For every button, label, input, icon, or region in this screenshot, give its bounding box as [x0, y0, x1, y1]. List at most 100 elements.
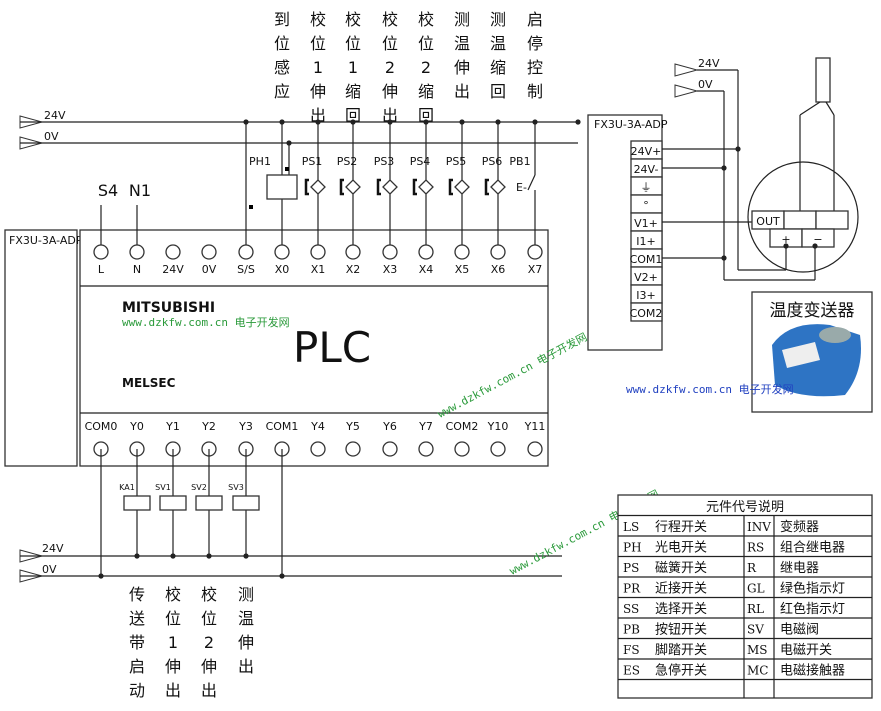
- legend-cell: R: [747, 561, 757, 575]
- arrow-0v: [674, 84, 699, 98]
- legend-cell: 脚踏开关: [655, 642, 707, 658]
- junction-dot: [206, 553, 212, 559]
- input-function-label: 2: [385, 58, 395, 77]
- adp-terminal: [630, 302, 663, 322]
- coil-label: SV2: [191, 483, 207, 492]
- transmitter-housing: [747, 161, 859, 273]
- watermark: www.dzkfw.com.cn 电子开发网: [626, 382, 794, 396]
- terminal-X0: [274, 244, 290, 260]
- legend-cell: 急停开关: [655, 663, 707, 679]
- legend-table: [617, 494, 873, 699]
- junction-dot: [495, 119, 501, 125]
- legend-cell: 电磁阀: [780, 623, 819, 638]
- adp-terminal-label: I3+: [636, 289, 655, 302]
- reed-switch-icon: [345, 179, 361, 195]
- legend-cell: INV: [747, 520, 771, 534]
- input-function-label: 感: [274, 58, 290, 77]
- input-function-label: 1: [348, 58, 358, 77]
- input-function-label: 校: [345, 10, 361, 29]
- device-label: PS5: [446, 155, 467, 168]
- input-function-label: 2: [421, 58, 431, 77]
- device-label: PS6: [482, 155, 503, 168]
- input-function-label: 回: [345, 106, 361, 125]
- input-function-label: 应: [274, 82, 290, 101]
- terminal-label: X1: [311, 263, 326, 276]
- legend-cell: 选择开关: [655, 602, 707, 617]
- legend-cell: PS: [623, 561, 639, 575]
- legend-cell: 磁簧开关: [655, 560, 707, 576]
- output-function-label: 温: [238, 609, 254, 628]
- output-function-label: 2: [204, 633, 214, 652]
- output-function-label: 测: [238, 585, 254, 604]
- junction-dot: [98, 573, 104, 579]
- terminal-label: Y7: [418, 420, 433, 433]
- legend-cell: 电磁接触器: [780, 663, 845, 679]
- input-function-label: 位: [345, 34, 361, 53]
- legend-cell: RL: [747, 602, 764, 616]
- adp-terminal-label: V1+: [634, 217, 658, 230]
- output-function-label: 出: [201, 681, 217, 700]
- terminal-X7: [527, 244, 543, 260]
- reed-switch-icon: [310, 179, 326, 195]
- input-function-label: 出: [454, 82, 470, 101]
- terminal-minus: [801, 228, 835, 248]
- rail-label-0v: 0V: [44, 130, 59, 143]
- terminal-X5: [454, 244, 470, 260]
- terminal: [783, 210, 817, 230]
- input-function-label: 位: [418, 34, 434, 53]
- terminal-Y6: [382, 441, 398, 457]
- output-function-label: 传: [129, 585, 145, 604]
- input-function-label: 缩: [490, 58, 506, 77]
- marker: [285, 167, 289, 171]
- rail-label-24v: 24V: [42, 542, 64, 555]
- coil-KA1: [123, 495, 151, 511]
- terminal-label: X6: [491, 263, 506, 276]
- output-function-label: 出: [238, 657, 254, 676]
- coil-SV1: [159, 495, 187, 511]
- input-function-label: 校: [382, 10, 398, 29]
- legend-cell: SV: [747, 623, 764, 637]
- terminal-label: Y2: [201, 420, 216, 433]
- output-function-label: 带: [129, 633, 145, 652]
- junction-dot: [423, 119, 429, 125]
- terminal-label: X3: [383, 263, 398, 276]
- legend-cell: 组合继电器: [780, 541, 845, 556]
- terminal-label: 0V: [202, 263, 217, 276]
- terminal-Y4: [310, 441, 326, 457]
- junction-dot: [812, 243, 818, 249]
- terminal-24V: [165, 244, 181, 260]
- junction-dot: [279, 119, 285, 125]
- reed-switch-bracket: [484, 178, 489, 196]
- terminal-X1: [310, 244, 326, 260]
- legend-cell: 光电开关: [655, 541, 707, 556]
- transmitter-title: 温度变送器: [770, 301, 855, 321]
- input-function-label: 回: [418, 106, 434, 125]
- adp-terminal-label: 24V+: [631, 145, 662, 158]
- terminal-label: COM1: [266, 420, 299, 433]
- terminal-label: X7: [528, 263, 543, 276]
- plc-body: [79, 229, 549, 467]
- output-function-label: 出: [165, 681, 181, 700]
- legend-cell: MS: [747, 643, 768, 657]
- junction-dot: [286, 140, 292, 146]
- output-function-label: 位: [201, 609, 217, 628]
- input-function-label: 伸: [382, 82, 398, 101]
- output-function-label: 校: [201, 585, 217, 604]
- rail-label-0v: 0V: [42, 563, 57, 576]
- adp-terminal-label: 24V-: [634, 163, 659, 176]
- terminal-label: COM0: [85, 420, 118, 433]
- output-function-label: 伸: [238, 633, 254, 652]
- terminal-label: Y3: [238, 420, 253, 433]
- input-function-label: 停: [527, 34, 543, 53]
- legend-cell: 电磁开关: [780, 643, 832, 658]
- device-label: PS2: [337, 155, 358, 168]
- terminal-Y5: [345, 441, 361, 457]
- terminal-X2: [345, 244, 361, 260]
- reed-switch-icon: [490, 179, 506, 195]
- junction-dot: [735, 146, 741, 152]
- input-function-label: 到: [274, 10, 290, 29]
- adp-terminal-label: V2+: [634, 271, 658, 284]
- wire: [825, 101, 835, 116]
- reed-switch-bracket: [339, 178, 344, 196]
- legend-cell: SS: [623, 602, 639, 616]
